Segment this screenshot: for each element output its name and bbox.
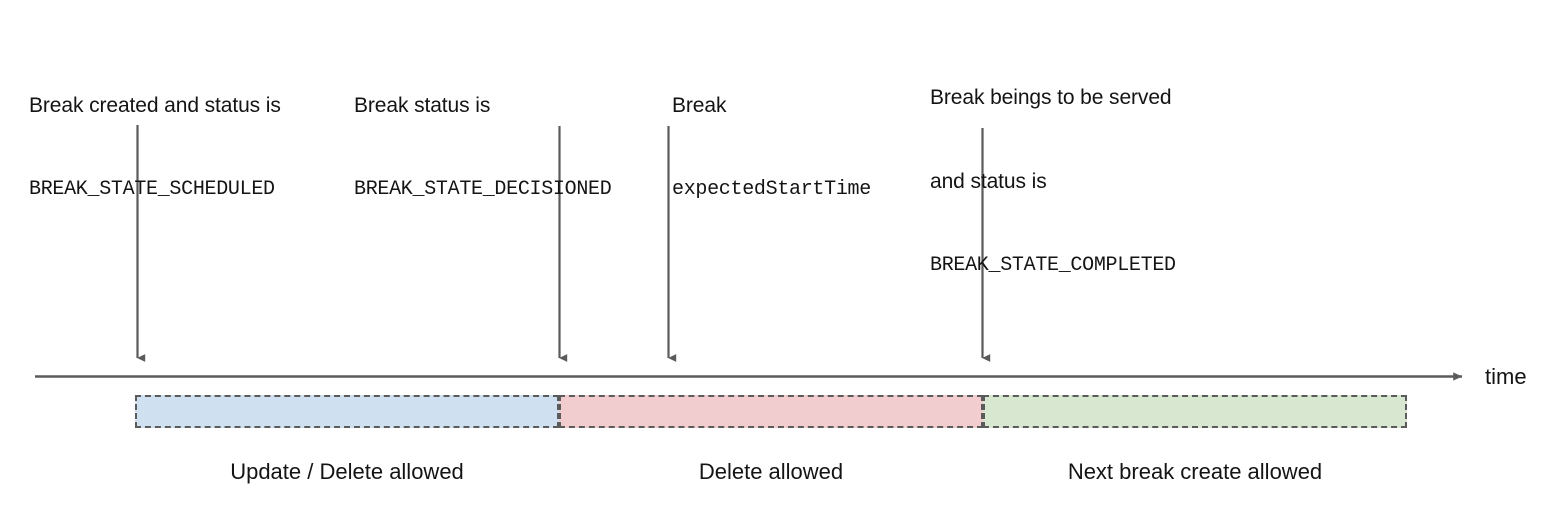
event-label-state-constant: BREAK_STATE_COMPLETED	[930, 254, 1176, 277]
phase-bar-completed	[983, 395, 1407, 428]
event-label-state-constant: BREAK_STATE_SCHEDULED	[29, 178, 275, 201]
event-label-break-decisioned: Break status is BREAK_STATE_DECISIONED	[354, 36, 612, 260]
event-label-line1: Break created and status is	[29, 94, 281, 117]
phase-bar-scheduled	[135, 395, 559, 428]
time-axis-label: time	[1485, 364, 1527, 389]
event-label-break-created: Break created and status is BREAK_STATE_…	[29, 36, 281, 260]
event-label-line1: Break status is	[354, 94, 491, 117]
phase-bar-decisioned	[559, 395, 983, 428]
event-label-break-served: Break beings to be served and status is …	[930, 28, 1176, 336]
phase-caption-decisioned: Delete allowed	[698, 459, 844, 484]
event-label-field-name: expectedStartTime	[672, 178, 871, 201]
event-label-line1: Break beings to be served	[930, 86, 1172, 109]
phase-caption-completed: Next break create allowed	[1067, 459, 1323, 484]
event-label-break-expected-start: Break expectedStartTime	[672, 36, 871, 260]
event-label-line2: and status is	[930, 170, 1047, 193]
event-label-line1: Break	[672, 94, 727, 117]
event-label-state-constant: BREAK_STATE_DECISIONED	[354, 178, 612, 201]
phase-caption-scheduled: Update / Delete allowed	[230, 459, 464, 484]
